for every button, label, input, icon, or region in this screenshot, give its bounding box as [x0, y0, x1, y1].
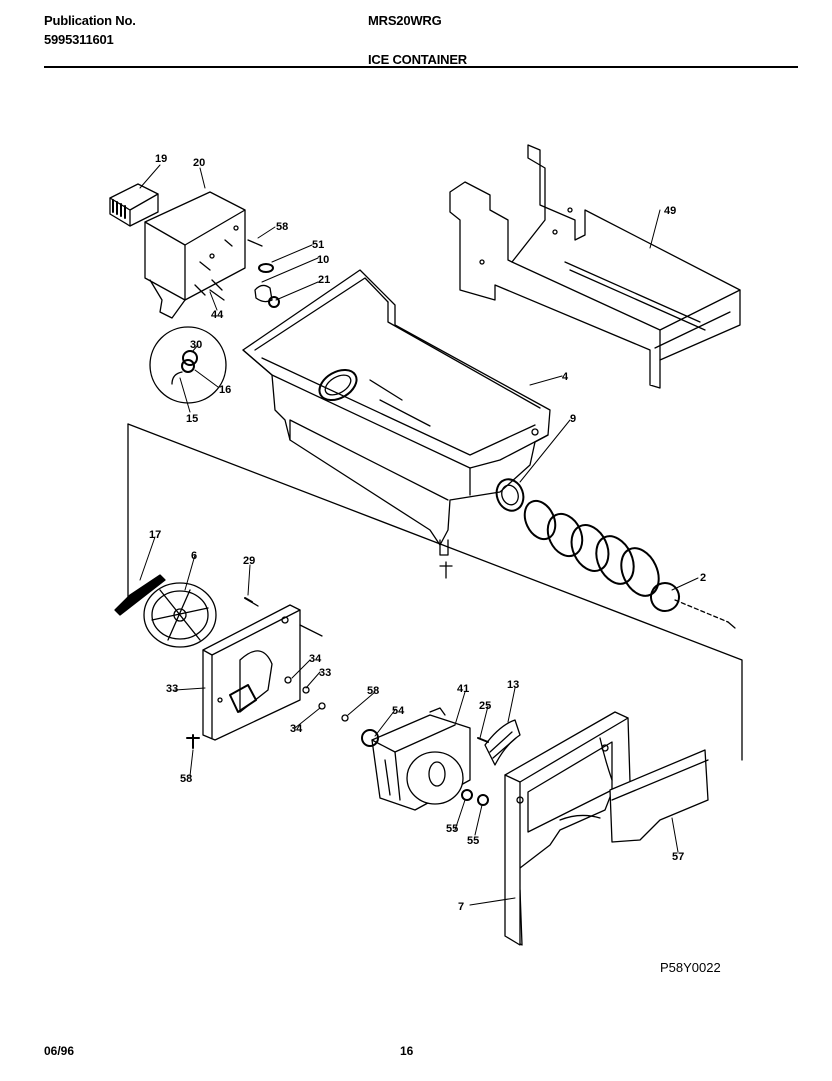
label-29: 29 [243, 555, 255, 567]
publication-label: Publication No. [44, 13, 136, 28]
label-6: 6 [191, 550, 197, 562]
label-34b: 34 [290, 723, 303, 735]
label-41: 41 [457, 683, 469, 695]
assembly-frame [127, 423, 743, 761]
ice-container-bucket [242, 269, 551, 579]
model-number: MRS20WRG [368, 13, 442, 28]
label-33b: 33 [166, 683, 178, 695]
label-44: 44 [211, 309, 224, 321]
label-55b: 55 [467, 835, 479, 847]
auger-spring [523, 499, 736, 629]
label-10: 10 [317, 254, 329, 266]
label-34a: 34 [309, 653, 322, 665]
diagram-code: P58Y0022 [660, 960, 721, 975]
publication-number: 5995311601 [44, 32, 114, 47]
front-cover [504, 711, 631, 946]
label-54: 54 [392, 705, 405, 717]
label-7: 7 [458, 901, 464, 913]
door-flap [609, 749, 709, 843]
washers [461, 789, 489, 806]
fasteners [186, 597, 349, 749]
label-2: 2 [700, 572, 706, 584]
footer-page-number: 16 [400, 1044, 414, 1058]
label-58c: 58 [180, 773, 192, 785]
label-33a: 33 [319, 667, 331, 679]
bracket-housing [144, 191, 246, 319]
label-13: 13 [507, 679, 519, 691]
label-58: 58 [276, 221, 288, 233]
label-17: 17 [149, 529, 161, 541]
drive-hub [114, 574, 217, 648]
label-57: 57 [672, 851, 684, 863]
part-labels: 19 20 58 51 10 21 44 49 4 9 30 16 15 17 … [149, 153, 706, 913]
label-9: 9 [570, 413, 576, 425]
detail-circle [149, 326, 227, 404]
label-55a: 55 [446, 823, 458, 835]
clip-part [484, 719, 521, 766]
switch-part [109, 183, 159, 227]
pin-part [477, 737, 489, 743]
label-21: 21 [318, 274, 330, 286]
section-title: ICE CONTAINER [368, 52, 467, 67]
label-30: 30 [190, 339, 202, 351]
motor-assembly [361, 707, 471, 811]
label-16: 16 [219, 384, 231, 396]
label-15: 15 [186, 413, 198, 425]
label-19: 19 [155, 153, 167, 165]
label-51: 51 [312, 239, 324, 251]
label-58b: 58 [367, 685, 379, 697]
header-rule [44, 66, 798, 68]
label-25: 25 [479, 700, 491, 712]
label-4: 4 [562, 371, 569, 383]
back-bracket [449, 144, 741, 389]
mounting-plate [202, 599, 323, 741]
label-20: 20 [193, 157, 205, 169]
bracket-small-parts [209, 239, 280, 308]
label-49: 49 [664, 205, 676, 217]
footer-date: 06/96 [44, 1044, 75, 1058]
leader-lines [139, 164, 699, 906]
